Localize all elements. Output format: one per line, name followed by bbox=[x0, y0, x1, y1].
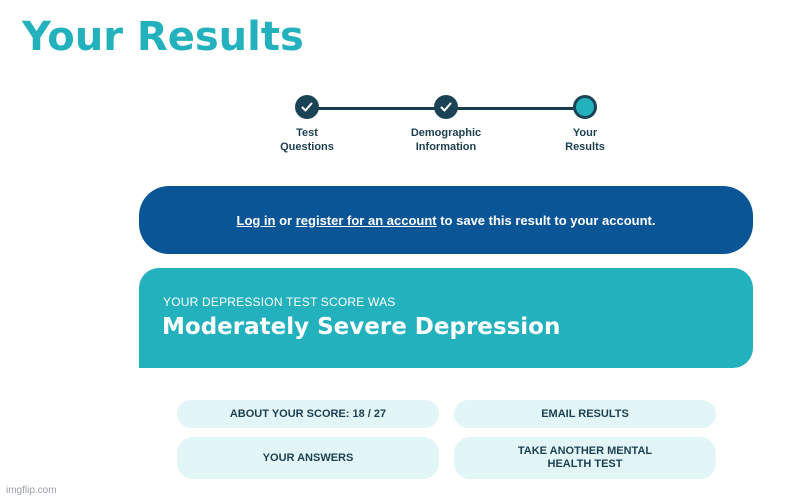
your-answers-label: YOUR ANSWERS bbox=[262, 451, 354, 464]
check-icon bbox=[434, 95, 458, 119]
about-score-button[interactable]: ABOUT YOUR SCORE: 18 / 27 bbox=[177, 400, 439, 428]
email-results-label: EMAIL RESULTS bbox=[541, 407, 629, 420]
check-icon bbox=[295, 95, 319, 119]
banner-text-or: or bbox=[275, 212, 296, 228]
step-demographic-information: Demographic Information bbox=[401, 95, 491, 154]
step-label: Test Questions bbox=[280, 127, 334, 153]
stepper-connector bbox=[307, 107, 446, 110]
login-link[interactable]: Log in bbox=[236, 212, 276, 228]
banner-text-suffix: to save this result to your account. bbox=[436, 212, 656, 228]
watermark: imgflip.com bbox=[6, 485, 57, 496]
register-link[interactable]: register for an account bbox=[295, 212, 437, 228]
take-another-test-button[interactable]: TAKE ANOTHER MENTAL HEALTH TEST bbox=[454, 437, 716, 479]
stepper-connector bbox=[446, 107, 585, 110]
login-banner: Log in or register for an account to sav… bbox=[139, 186, 753, 254]
step-label: Your Results bbox=[565, 127, 605, 153]
score-result: Moderately Severe Depression bbox=[162, 314, 561, 340]
your-answers-button[interactable]: YOUR ANSWERS bbox=[177, 437, 439, 479]
step-test-questions: Test Questions bbox=[262, 95, 352, 154]
score-card: YOUR DEPRESSION TEST SCORE WAS Moderatel… bbox=[139, 268, 753, 368]
current-step-dot-icon bbox=[573, 95, 597, 119]
score-caption: YOUR DEPRESSION TEST SCORE WAS bbox=[163, 295, 396, 309]
page-title: Your Results bbox=[22, 14, 304, 60]
email-results-button[interactable]: EMAIL RESULTS bbox=[454, 400, 716, 428]
about-score-label: ABOUT YOUR SCORE: 18 / 27 bbox=[229, 407, 387, 420]
progress-stepper: Test Questions Demographic Information Y… bbox=[270, 95, 630, 165]
take-another-test-label: TAKE ANOTHER MENTAL HEALTH TEST bbox=[517, 445, 653, 470]
step-your-results: Your Results bbox=[540, 95, 630, 154]
step-label: Demographic Information bbox=[410, 127, 482, 153]
